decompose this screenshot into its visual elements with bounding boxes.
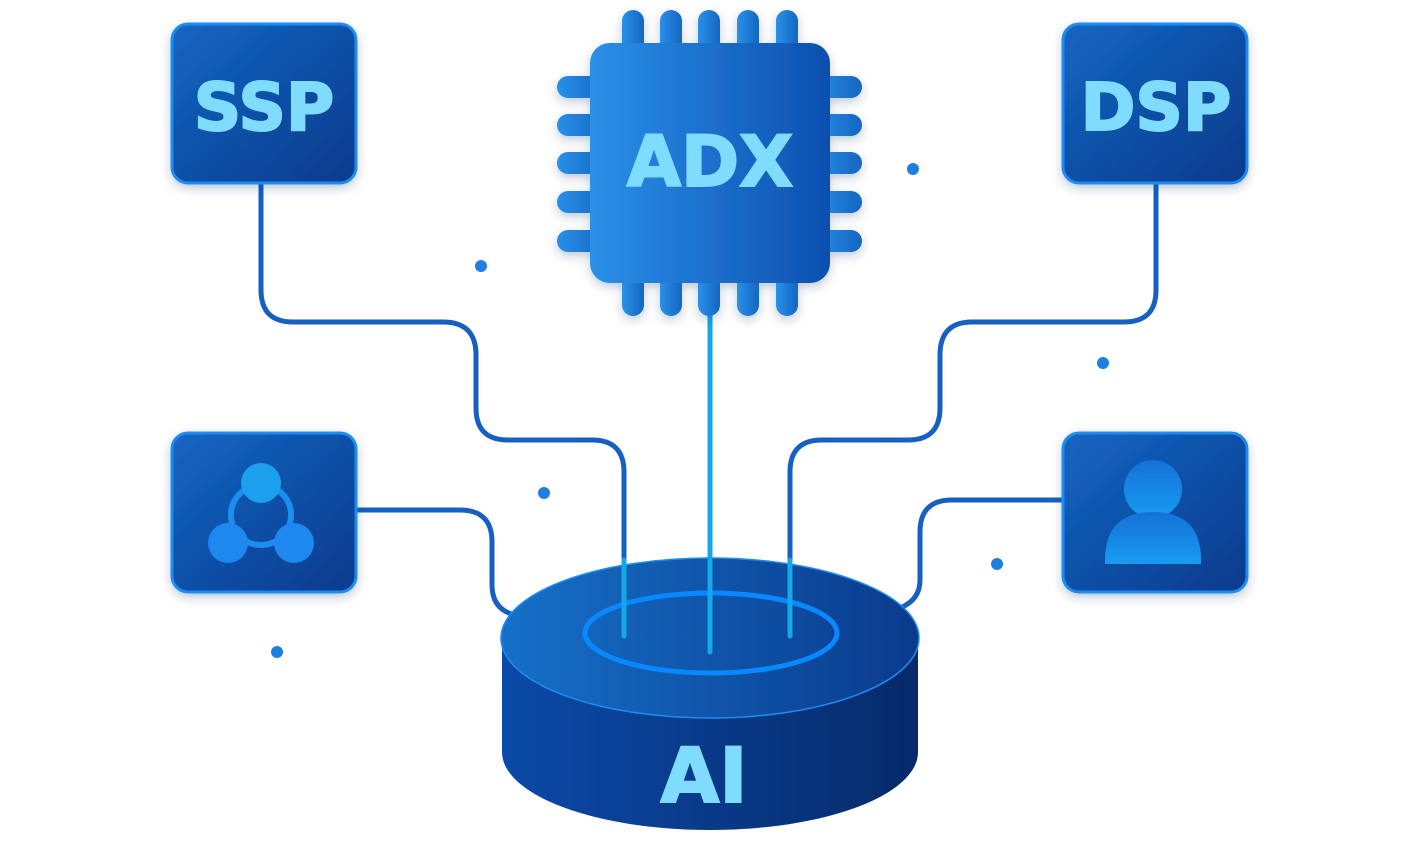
dot [475, 260, 487, 272]
dot [907, 163, 919, 175]
ai-label: AI [660, 731, 747, 820]
user-connector [897, 497, 1065, 611]
dsp-connector [787, 182, 1159, 639]
dsp-label: DSP [1081, 69, 1232, 146]
user-icon [1105, 460, 1201, 564]
ssp-label: SSP [194, 69, 334, 146]
dot [991, 558, 1003, 570]
network-connector [354, 507, 523, 619]
connectors [258, 182, 1159, 655]
adx-chip: ADX [557, 10, 862, 316]
ai-platform: AI [500, 557, 920, 830]
dot [1097, 357, 1109, 369]
network-node [170, 431, 358, 594]
inner-connectors [621, 557, 793, 655]
adx-label: ADX [627, 121, 793, 203]
user-node [1061, 431, 1249, 594]
ssp-node: SSP [170, 22, 358, 185]
decorative-dots [271, 163, 1109, 658]
dot [538, 487, 550, 499]
dsp-node: DSP [1061, 22, 1249, 185]
network-icon [208, 463, 314, 563]
dot [271, 646, 283, 658]
ssp-connector [258, 182, 627, 639]
